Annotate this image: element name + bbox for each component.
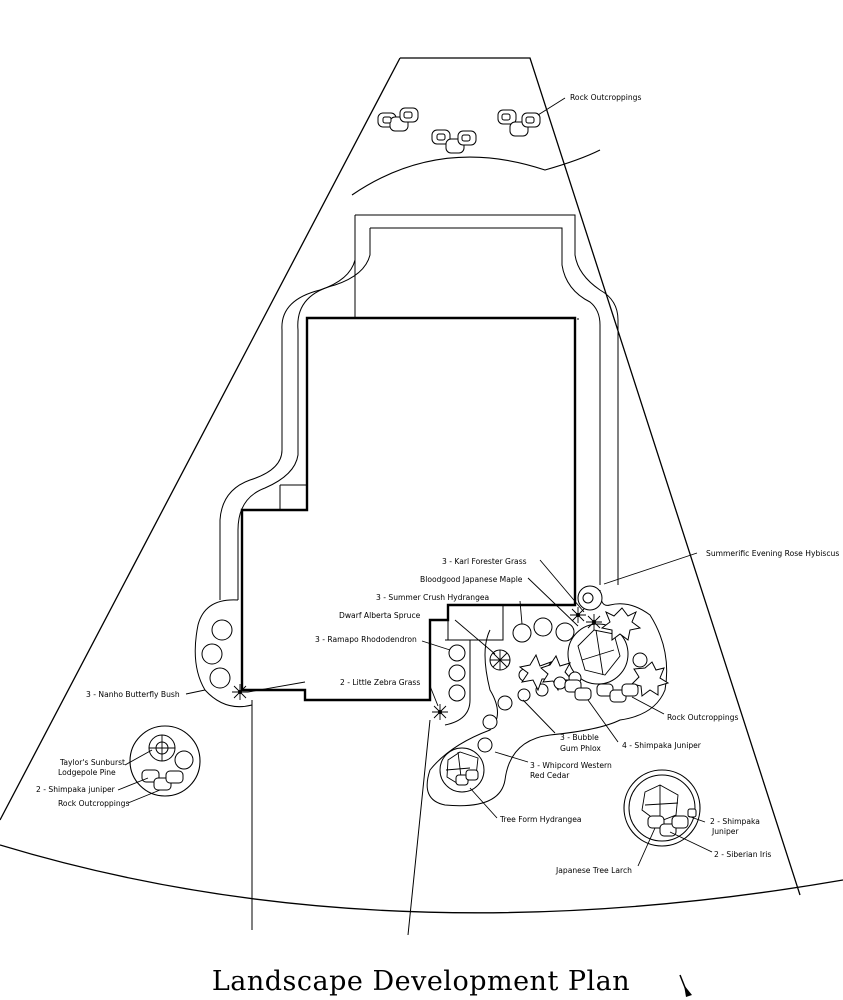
- label-tree-form-hydrangea: Tree Form Hydrangea: [499, 815, 582, 824]
- label-rock-outcroppings-top: Rock Outcroppings: [570, 93, 641, 102]
- label-summer-crush-hydrangea: 3 - Summer Crush Hydrangea: [376, 593, 489, 602]
- label-ramapo-rhododendron: 3 - Ramapo Rhododendron: [315, 635, 417, 644]
- label-japanese-maple: Bloodgood Japanese Maple: [420, 575, 523, 584]
- rock-cluster-top-middle: [431, 129, 477, 154]
- plan-title: Landscape Development Plan: [212, 966, 630, 997]
- label-cedar-line-2: Red Cedar: [530, 771, 570, 780]
- label-rock-outcroppings-left: Rock Outcroppings: [58, 799, 129, 808]
- label-phlox-line-2: Gum Phlox: [560, 744, 601, 753]
- walkway-outlines: [219, 214, 619, 936]
- larch-island: [623, 769, 713, 867]
- label-shimpaka-four: 4 - Shimpaka Juniper: [622, 741, 702, 750]
- little-zebra-grass-right: [432, 704, 448, 720]
- label-shimpaka-right-line-2: Juniper: [711, 827, 739, 836]
- label-pine-line-2: Lodgepole Pine: [58, 768, 116, 777]
- hibiscus-symbol: [600, 607, 642, 641]
- rock-cluster-top-right: [497, 109, 541, 137]
- front-curved-bed: [426, 552, 698, 819]
- rock-cluster-top-left: [377, 107, 419, 132]
- label-pine-line-1: Taylor's Sunburst: [59, 758, 125, 767]
- plant-labels: Rock Outcroppings Summerific Evening Ros…: [36, 93, 839, 875]
- foundation-bed: [421, 639, 471, 726]
- label-rock-outcroppings-right: Rock Outcroppings: [667, 713, 738, 722]
- house-footprint: [240, 316, 577, 702]
- label-butterfly-bush: 3 - Nanho Butterfly Bush: [86, 690, 180, 699]
- dwarf-alberta-spruce: [489, 649, 511, 671]
- label-japanese-tree-larch: Japanese Tree Larch: [555, 866, 632, 875]
- little-zebra-grass-left: [232, 684, 248, 700]
- label-siberian-iris: 2 - Siberian Iris: [714, 850, 771, 859]
- right-lobe-plants: [540, 585, 670, 703]
- label-dwarf-alberta-spruce: Dwarf Alberta Spruce: [339, 611, 421, 620]
- label-cedar-line-1: 3 - Whipcord Western: [530, 761, 612, 770]
- label-karl-forester-grass: 3 - Karl Forester Grass: [442, 557, 527, 566]
- north-arrow-icon: [679, 974, 692, 997]
- label-shimpaka-left: 2 - Shimpaka juniper: [36, 785, 116, 794]
- label-phlox-line-1: 3 - Bubble: [560, 733, 599, 742]
- property-boundary: [0, 57, 843, 914]
- tree-form-hydrangea: [439, 747, 485, 793]
- karl-forester-grass: [570, 607, 602, 630]
- japanese-maple-symbol: [518, 653, 555, 692]
- label-little-zebra-grass: 2 - Little Zebra Grass: [340, 678, 420, 687]
- label-shimpaka-right-line-1: 2 - Shimpaka: [710, 817, 760, 826]
- label-hibiscus: Summerific Evening Rose Hybiscus: [706, 549, 839, 558]
- top-rock-bed: [377, 97, 566, 154]
- left-bed: [185, 599, 306, 708]
- pine-island: [117, 725, 201, 804]
